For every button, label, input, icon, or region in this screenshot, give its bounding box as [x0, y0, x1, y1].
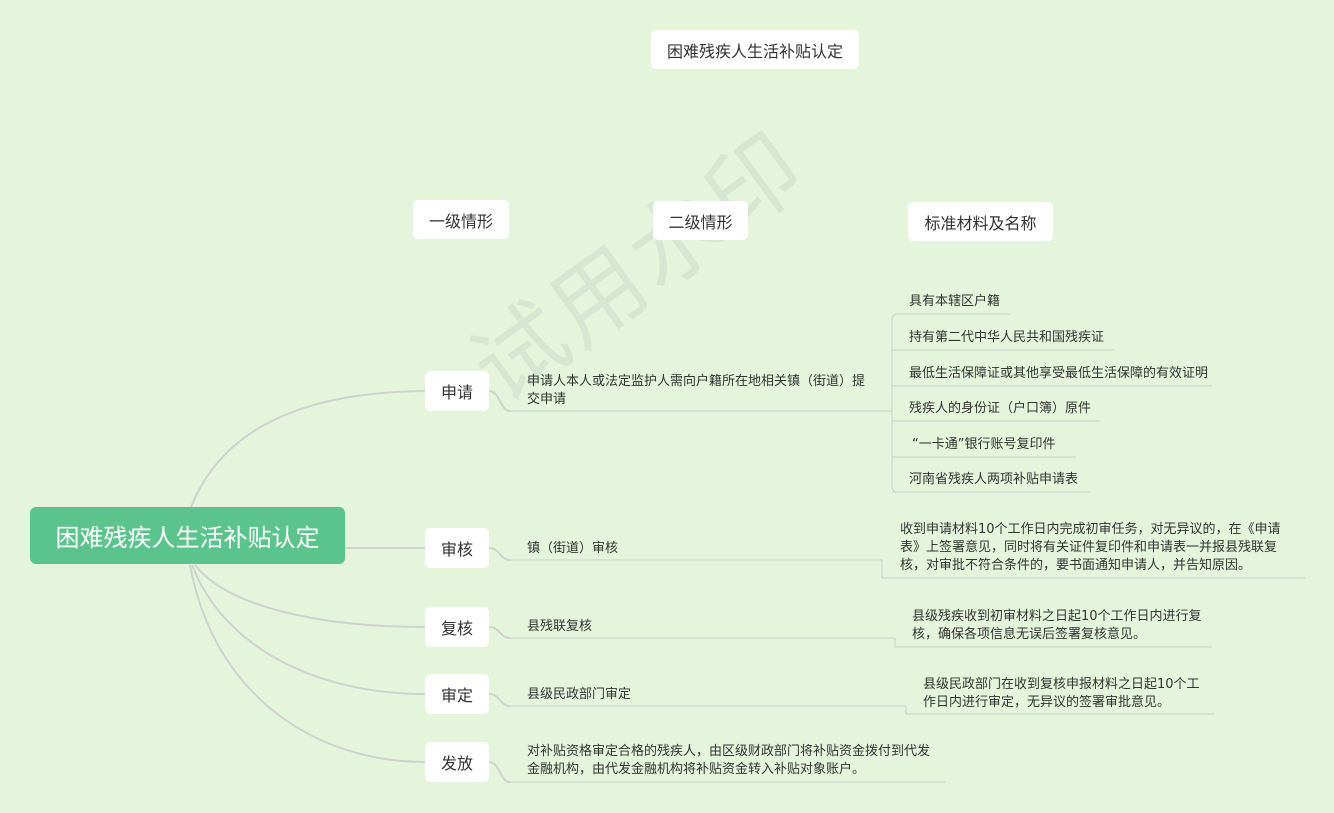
- note-review: 收到申请材料10个工作日内完成初审任务，对无异议的，在《申请表》上签署意见，同时…: [900, 522, 1281, 573]
- node-apply: 申请: [425, 371, 489, 411]
- note-recheck: 县级残疾收到初审材料之日起10个工作日内进行复核，确保各项信息无误后签署复核意见…: [912, 609, 1202, 642]
- material-item: 残疾人的身份证（户口簿）原件: [909, 401, 1092, 416]
- detail-review: 镇（街道）审核: [527, 541, 619, 556]
- node-recheck: 复核: [425, 607, 489, 647]
- detail-apply: 申请人本人或法定监护人需向户籍所在地相关镇（街道）提交申请: [527, 374, 866, 407]
- material-item: 持有第二代中华人民共和国残疾证: [909, 330, 1105, 345]
- node-review: 审核: [425, 528, 489, 568]
- connector-approve: [191, 564, 426, 695]
- material-item: 河南省残疾人两项补贴申请表: [909, 472, 1079, 487]
- header-level2: 二级情形: [653, 201, 748, 240]
- node-approve: 审定: [425, 674, 489, 714]
- header-materials: 标准材料及名称: [908, 202, 1053, 241]
- detail-approve: 县级民政部门审定: [527, 687, 632, 702]
- connector-issue: [189, 564, 426, 763]
- connector-apply: [189, 390, 426, 511]
- diagram-title: 困难残疾人生活补贴认定: [651, 30, 859, 69]
- material-item: 最低生活保障证或其他享受最低生活保障的有效证明: [909, 366, 1209, 381]
- material-item: “一卡通”银行账号复印件: [912, 437, 1056, 452]
- node-issue: 发放: [425, 742, 489, 782]
- header-level1: 一级情形: [413, 200, 509, 239]
- connector-recheck: [194, 564, 426, 628]
- detail-issue: 对补贴资格审定合格的残疾人，由区级财政部门将补贴资金拨付到代发金融机构，由代发金…: [527, 744, 931, 777]
- root-node: 困难残疾人生活补贴认定: [30, 507, 345, 564]
- note-approve: 县级民政部门在收到复核申报材料之日起10个工作日内进行审定，无异议的签署审批意见…: [923, 677, 1200, 710]
- material-item: 具有本辖区户籍: [909, 294, 1001, 309]
- detail-recheck: 县残联复核: [527, 619, 593, 634]
